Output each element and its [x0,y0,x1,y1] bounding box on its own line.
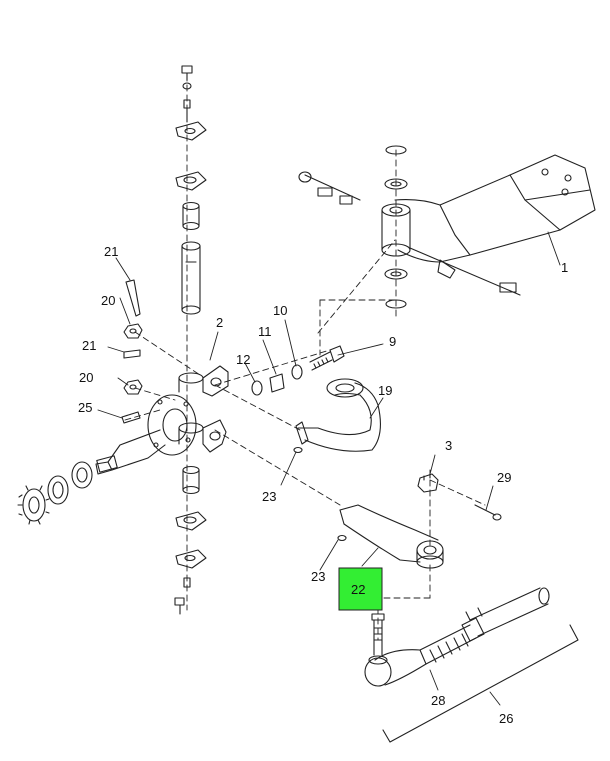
steering-knuckle [95,365,229,475]
key-23-upper [293,446,303,454]
callout-28: 28 [431,693,445,708]
cotter-pin-29 [474,504,502,521]
nut-pin-set [123,279,143,395]
tie-rod-arm-22 [339,504,444,569]
callout-21-upper: 21 [104,244,118,259]
spindle-hardware [17,461,93,525]
steering-arm-19 [295,378,381,452]
callout-3: 3 [445,438,452,453]
callout-1: 1 [561,260,568,275]
lower-kingpin-hardware [174,465,207,615]
callout-21-lower: 21 [82,338,96,353]
callout-11: 11 [258,324,272,339]
bolt-25 [121,411,141,424]
callout-10: 10 [273,303,287,318]
alignment-lines [124,74,486,641]
assembly-bracket-26 [382,624,579,743]
callout-19: 19 [378,383,392,398]
callout-12: 12 [236,352,250,367]
callout-29: 29 [497,470,511,485]
highlight-box[interactable] [338,567,383,611]
axle-beam [298,145,596,309]
callout-20-upper: 20 [101,293,115,308]
highlighted-part-22[interactable]: 22 [338,567,383,611]
tie-rod-arm-hardware [251,345,345,396]
upper-kingpin-hardware [175,65,207,315]
callout-25: 25 [78,400,92,415]
callout-labels: 1 2 3 9 10 11 12 19 20 20 21 21 23 23 25… [78,244,568,726]
callout-9: 9 [389,334,396,349]
callout-2: 2 [216,315,223,330]
tie-rod-assembly [364,587,550,687]
leader-lines [97,231,561,706]
callout-26: 26 [499,711,513,726]
callout-22[interactable]: 22 [351,582,365,597]
callout-20-lower: 20 [79,370,93,385]
key-23-lower [337,534,347,542]
castle-nut-3 [417,473,439,493]
callout-23-lower: 23 [311,569,325,584]
callout-23-upper: 23 [262,489,276,504]
